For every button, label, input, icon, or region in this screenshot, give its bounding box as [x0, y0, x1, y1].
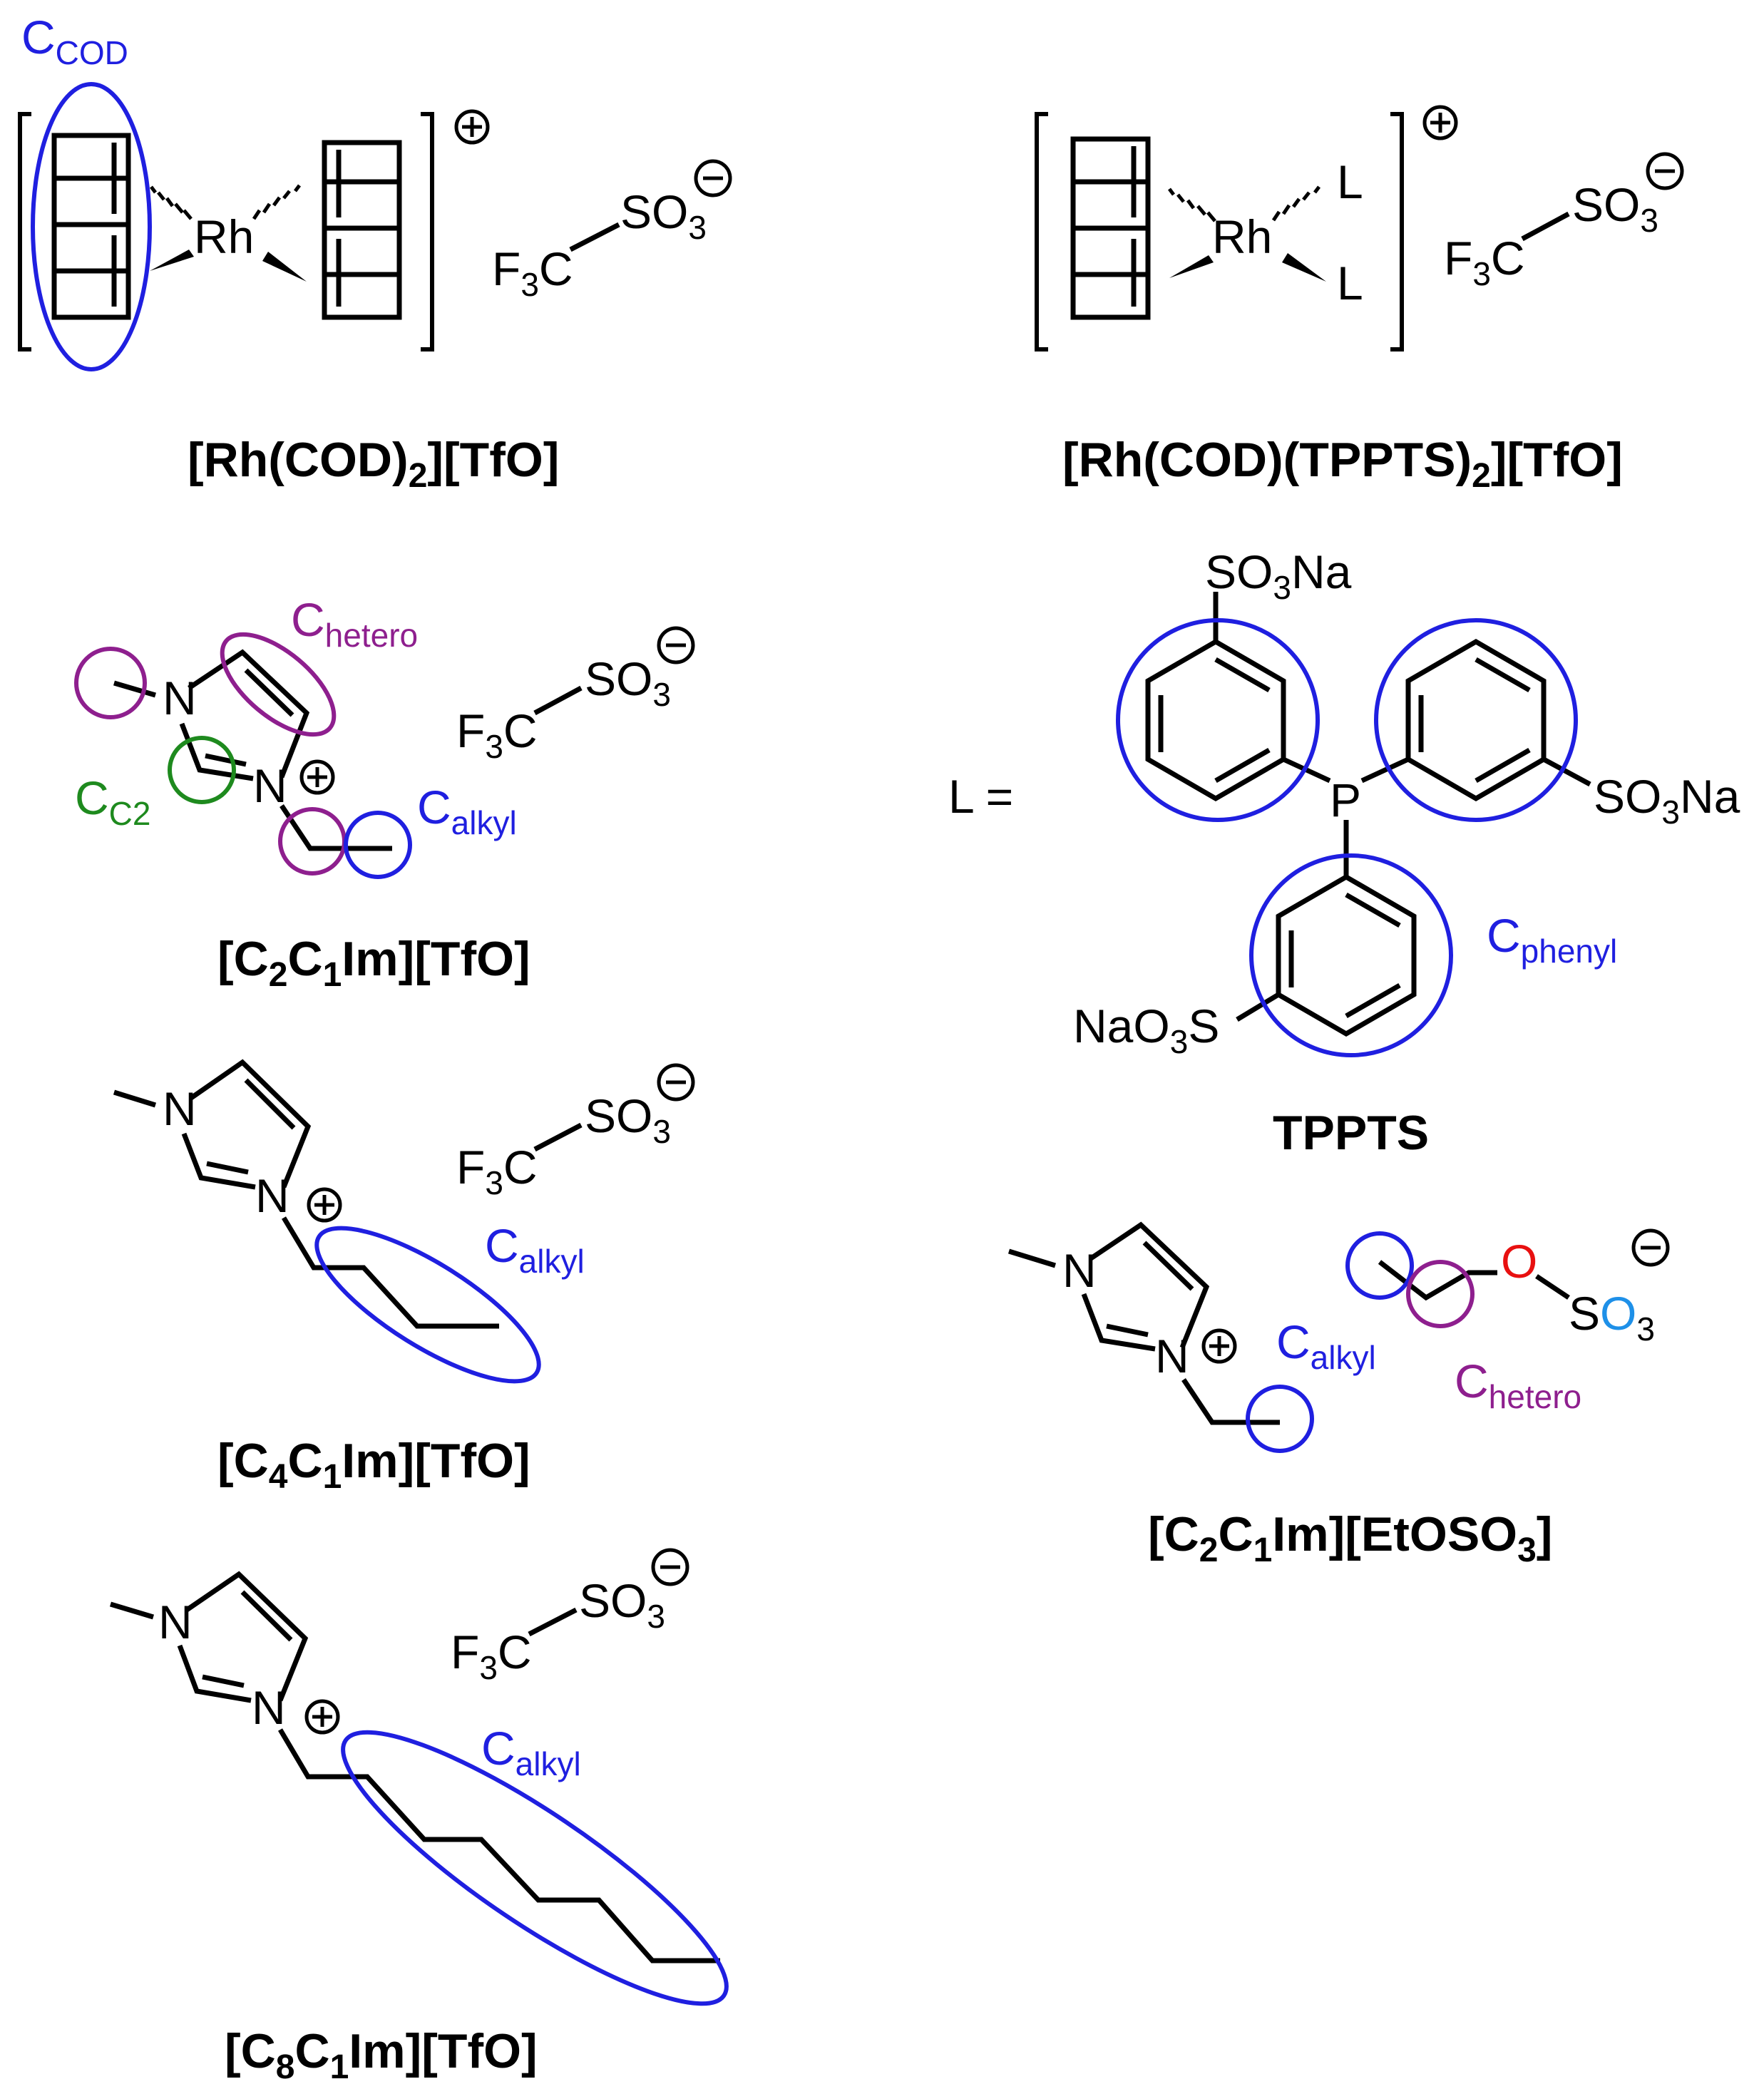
- cod-ring-left: [51, 133, 131, 320]
- phosphorus-atom: P: [1330, 774, 1361, 826]
- compound-title: [Rh(COD)2][TfO]: [188, 433, 559, 495]
- c-hetero-tag: Chetero: [291, 593, 418, 654]
- phenyl-highlight: [1116, 618, 1320, 822]
- compound-title: TPPTS: [1273, 1106, 1429, 1160]
- plus-charge: [1422, 105, 1458, 140]
- svg-text:SO3: SO3: [1572, 178, 1658, 239]
- svg-text:N: N: [253, 759, 287, 812]
- svg-text:SO3: SO3: [579, 1574, 665, 1635]
- so3na-group: SO3Na: [1594, 770, 1740, 831]
- svg-text:N: N: [163, 672, 197, 724]
- right-bracket: [1390, 112, 1404, 351]
- svg-text:SO3: SO3: [620, 185, 707, 246]
- plus-charge: [1201, 1328, 1237, 1364]
- so3na-group: SO3Na: [1205, 545, 1352, 606]
- compound-title: [C2C1Im][TfO]: [217, 932, 530, 994]
- alkyl-highlight: [341, 1730, 729, 2006]
- svg-text:SO3: SO3: [585, 1089, 671, 1150]
- c-c2-tag: CC2: [75, 771, 150, 832]
- c2c1im-tfo-structure: N N Chetero CC2 Calkyl F3C SO3 [C2C1Im][…: [74, 593, 695, 994]
- hash-bond: [150, 185, 193, 220]
- cod-ring: [1070, 136, 1151, 320]
- methyl-bond: [113, 680, 156, 698]
- svg-text:SO3: SO3: [585, 652, 671, 713]
- rh-cod2-structure: Rh CCOD F3C SO3 [Rh(COD)2][TfO]: [18, 11, 732, 495]
- oxygen-atom: O: [1501, 1235, 1537, 1288]
- phenyl-ring-3: [1236, 873, 1417, 1037]
- compound-title: [Rh(COD)(TPPTS)2][TfO]: [1062, 433, 1623, 495]
- left-bracket: [1035, 112, 1048, 351]
- phenyl-highlight: [1374, 618, 1578, 822]
- svg-text:F3C: F3C: [451, 1626, 532, 1686]
- hetero-highlight: [1406, 1260, 1475, 1328]
- rh-atom: Rh: [1212, 210, 1272, 263]
- c4c1im-tfo-structure: N N Calkyl F3C SO3 [C4C1Im][TfO]: [113, 1059, 695, 1496]
- triflate-anion: F3C SO3: [1444, 152, 1684, 292]
- svg-text:N: N: [158, 1596, 193, 1648]
- tppts-structure: L = SO3Na SO3Na P NaO3S Cphenyl TPPTS: [948, 545, 1740, 1160]
- plus-charge: [304, 1699, 340, 1735]
- compound-title: [C2C1Im][EtOSO3]: [1148, 1507, 1552, 1569]
- triflate-anion: F3C SO3: [451, 1548, 689, 1686]
- c2-highlight: [168, 736, 236, 804]
- hash-bond: [252, 184, 301, 220]
- svg-text:F3C: F3C: [1444, 232, 1525, 292]
- c-phenyl-tag: Cphenyl: [1487, 909, 1617, 970]
- alkyl-highlight: [314, 1226, 541, 1384]
- alkyl-highlight: [1345, 1231, 1414, 1300]
- c2c1im-etoso3-structure: N N Calkyl O SO3 Chetero [C2C1Im][EtOSO3…: [1007, 1221, 1670, 1569]
- phenyl-highlight: [1249, 853, 1453, 1057]
- phenyl-ring-2: [1405, 638, 1591, 802]
- sulfate-group: SO3: [1569, 1287, 1655, 1348]
- phenyl-ring-1: [1145, 592, 1286, 802]
- svg-text:F3C: F3C: [492, 242, 573, 303]
- c-alkyl-tag: Calkyl: [1276, 1315, 1376, 1376]
- plus-charge: [454, 109, 490, 145]
- rh-cod-tppts2-structure: Rh L L F3C SO3 [Rh(COD)(TPPTS)2][TfO]: [1035, 105, 1684, 495]
- alkyl-highlight: [1246, 1385, 1314, 1453]
- hetero-highlight: [220, 632, 337, 737]
- svg-text:N: N: [163, 1082, 197, 1135]
- nao3s-group: NaO3S: [1073, 1000, 1219, 1060]
- c-alkyl-tag: Calkyl: [481, 1722, 581, 1782]
- plus-charge: [299, 759, 335, 795]
- svg-text:N: N: [255, 1169, 289, 1222]
- plus-charge: [307, 1187, 342, 1223]
- svg-text:F3C: F3C: [456, 1141, 538, 1201]
- ligand-l: L: [1337, 155, 1363, 208]
- svg-text:F3C: F3C: [456, 704, 538, 765]
- ch2-highlight: [278, 807, 347, 876]
- alkyl-highlight: [344, 811, 412, 879]
- triflate-anion: F3C SO3: [456, 626, 695, 765]
- l-equals-label: L =: [948, 770, 1013, 823]
- c-hetero-tag: Chetero: [1455, 1355, 1581, 1415]
- rh-atom: Rh: [194, 210, 254, 263]
- triflate-anion: F3C SO3: [456, 1063, 695, 1201]
- ligand-l: L: [1337, 257, 1363, 309]
- triflate-anion: F3C SO3: [492, 159, 732, 303]
- c-alkyl-tag: Calkyl: [417, 781, 517, 841]
- c-cod-tag: CCOD: [21, 11, 128, 71]
- right-bracket: [421, 112, 434, 351]
- methyl-highlight: [74, 647, 147, 719]
- c-alkyl-tag: Calkyl: [485, 1219, 585, 1280]
- wedge-bond: [150, 250, 194, 271]
- c8c1im-tfo-structure: N N Calkyl F3C SO3 [C8C1Im][TfO]: [109, 1548, 729, 2084]
- cod-highlight-ellipse: [31, 82, 152, 371]
- left-bracket: [18, 112, 31, 351]
- compound-title: [C8C1Im][TfO]: [225, 2024, 538, 2084]
- wedge-bond: [262, 252, 307, 282]
- svg-text:N: N: [1155, 1330, 1189, 1382]
- svg-text:N: N: [252, 1681, 286, 1734]
- compound-title: [C4C1Im][TfO]: [217, 1434, 530, 1496]
- cod-ring-right: [322, 140, 402, 320]
- svg-text:N: N: [1062, 1244, 1097, 1297]
